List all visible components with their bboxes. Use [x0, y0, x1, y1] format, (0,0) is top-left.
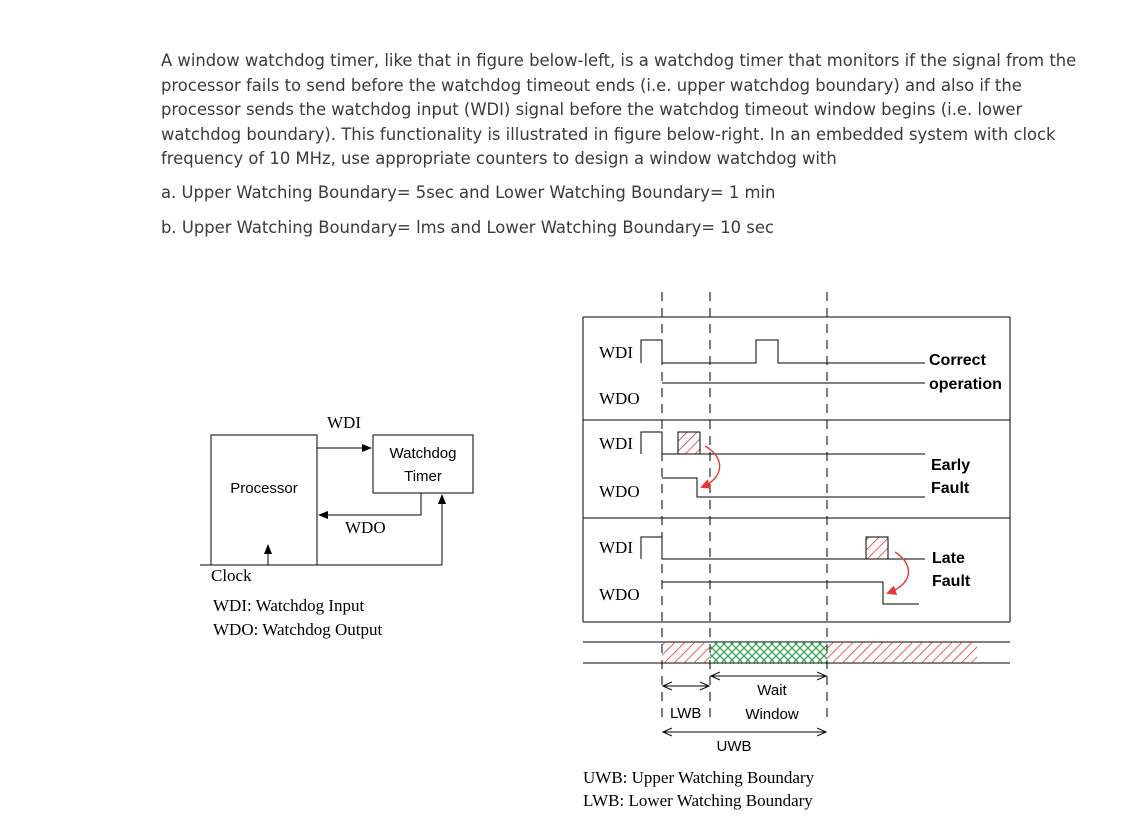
legend-wdo: WDO: Watchdog Output	[213, 620, 383, 639]
clock-label: Clock	[211, 566, 252, 585]
early-wdo-waveform	[662, 477, 925, 498]
wait-label-line1: Wait	[757, 682, 787, 699]
legend-lwb: LWB: Lower Watching Boundary	[583, 791, 813, 810]
processor-block	[210, 434, 318, 566]
question-part-a: a. Upper Watching Boundary= 5sec and Low…	[161, 183, 776, 202]
early-wdi-waveform	[640, 431, 678, 455]
legend-wdi: WDI: Watchdog Input	[213, 596, 365, 615]
question-part-b: b. Upper Watching Boundary= lms and Lowe…	[161, 218, 774, 237]
early-label-line1: Early	[931, 457, 970, 474]
watchdog-label-line1: Watchdog	[390, 445, 457, 462]
late-wdi-waveform	[640, 536, 866, 560]
correct-label-line1: Correct	[929, 352, 987, 369]
early-wdi-pulse-hatched	[677, 431, 701, 455]
right-timing-diagram: WDI WDO Correct operation WDI WDO Early …	[582, 292, 1011, 810]
question-paragraph: A window watchdog timer, like that in fi…	[161, 51, 1077, 169]
correct-wdi-waveform	[640, 339, 925, 364]
late-wdi-label: WDI	[599, 538, 633, 557]
watchdog-label-line2: Timer	[404, 468, 442, 485]
watchdog-timer-block	[372, 434, 474, 494]
correct-label-line2: operation	[929, 376, 1002, 393]
correct-wdo-label: WDO	[599, 389, 640, 408]
lwb-label: LWB	[670, 705, 701, 722]
late-label-line1: Late	[932, 550, 965, 567]
wdo-signal-line	[318, 493, 422, 519]
late-label-line2: Fault	[932, 573, 971, 590]
early-wdi-label: WDI	[599, 434, 633, 453]
wait-label-line2: Window	[745, 706, 799, 723]
correct-wdi-label: WDI	[599, 343, 633, 362]
legend-uwb: UWB: Upper Watching Boundary	[583, 768, 815, 787]
processor-label: Processor	[230, 480, 298, 497]
window-zone-hatch	[710, 642, 827, 663]
early-zone-hatch	[662, 642, 710, 663]
late-wdo-label: WDO	[599, 585, 640, 604]
late-fault-arrow	[886, 551, 910, 595]
late-wdo-waveform	[662, 581, 919, 605]
left-block-diagram: Processor Watchdog Timer WDI WDO Clock W…	[200, 413, 474, 639]
early-label-line2: Fault	[931, 480, 970, 497]
early-fault-arrow	[700, 445, 721, 489]
late-wdi-pulse-hatched	[865, 536, 889, 560]
uwb-label: UWB	[717, 738, 752, 755]
late-zone-hatch	[827, 642, 977, 663]
wdi-label: WDI	[327, 413, 361, 432]
wdo-label: WDO	[345, 518, 386, 537]
early-wdo-label: WDO	[599, 482, 640, 501]
